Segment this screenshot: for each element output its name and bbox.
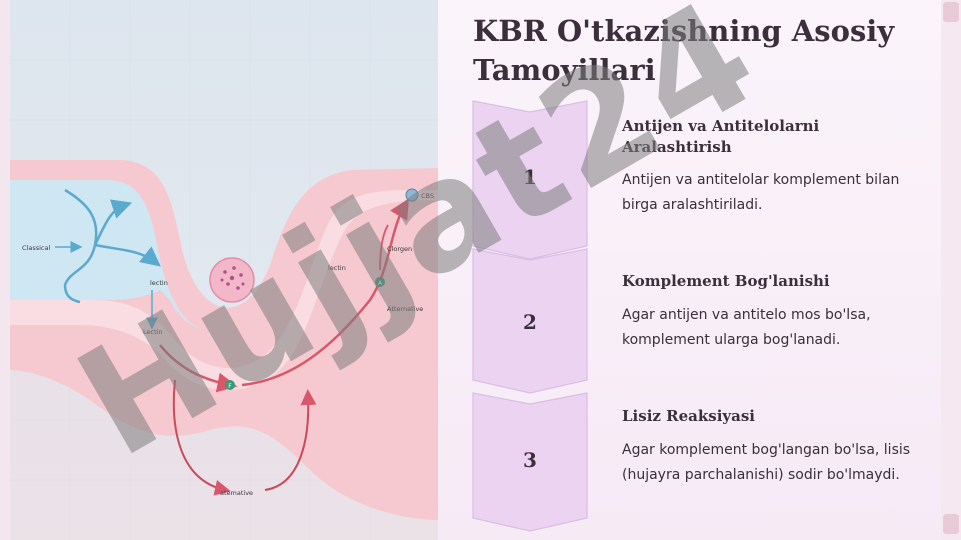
right-edge-deco <box>943 2 959 22</box>
slide-title: KBR O'tkazishning Asosiy Tamoyillari <box>473 14 895 87</box>
node-f-label: F <box>228 383 232 390</box>
blue-channel <box>10 180 210 330</box>
step-number-1: 1 <box>523 165 537 189</box>
step-chevron-3: 3 <box>472 392 588 532</box>
red-loop-left <box>172 379 231 496</box>
node-a-label: A <box>378 280 383 287</box>
inner-pink-band <box>10 190 438 391</box>
red-arrow-clorgen <box>379 224 389 271</box>
blue-arrow-branch <box>93 199 133 246</box>
label-atemative: atemative <box>220 489 253 497</box>
step-chevron-2: 2 <box>472 248 588 394</box>
red-loop-right <box>264 389 317 491</box>
red-arrow-lectin <box>159 344 238 393</box>
step-2-heading: Komplement Bog'lanishi <box>622 272 830 290</box>
label-clorgen: Clorgen <box>387 245 412 253</box>
right-edge-deco <box>943 514 959 534</box>
label-atternative: Atternative <box>387 305 423 313</box>
center-cell-dots <box>220 266 245 290</box>
step-1-description: Antijen va antitelolar komplement bilan … <box>622 172 900 213</box>
left-edge-strip <box>0 0 10 540</box>
step-3-description: Agar komplement bog'langan bo'lsa, lisis… <box>622 442 911 483</box>
step-2: Komplement Bog'lanishi Agar antijen va a… <box>622 271 922 353</box>
step-3-heading: Lisiz Reaksiyasi <box>622 407 755 425</box>
step-1-heading: Antijen va Antitelolarni Aralashtirish <box>622 117 820 156</box>
label-lectin-top: lectin <box>150 279 168 287</box>
step-2-description: Agar antijen va antitelo mos bo'lsa, kom… <box>622 307 871 348</box>
label-cbs: CBS <box>421 192 434 200</box>
node-a <box>375 277 385 287</box>
blue-arrow-curve <box>63 188 98 304</box>
label-lectin-right: lectin <box>328 264 346 272</box>
step-3: Lisiz Reaksiyasi Agar komplement bog'lan… <box>622 406 922 488</box>
label-lectin-bottom: Lectin <box>143 328 163 336</box>
step-number-3: 3 <box>523 448 537 472</box>
step-number-2: 2 <box>523 310 537 334</box>
step-1: Antijen va Antitelolarni Aralashtirish A… <box>622 116 922 218</box>
right-edge-strip <box>941 0 961 540</box>
label-classical: Classical <box>22 244 50 252</box>
node-f <box>225 380 235 390</box>
node-cbs <box>405 188 419 202</box>
step-chevron-1: 1 <box>472 100 588 260</box>
complement-pathway-diagram: F A Classical lectin Lectin lectin Clorg… <box>10 0 438 540</box>
red-arrow-up <box>241 198 409 387</box>
blue-arrow-right <box>94 243 161 267</box>
